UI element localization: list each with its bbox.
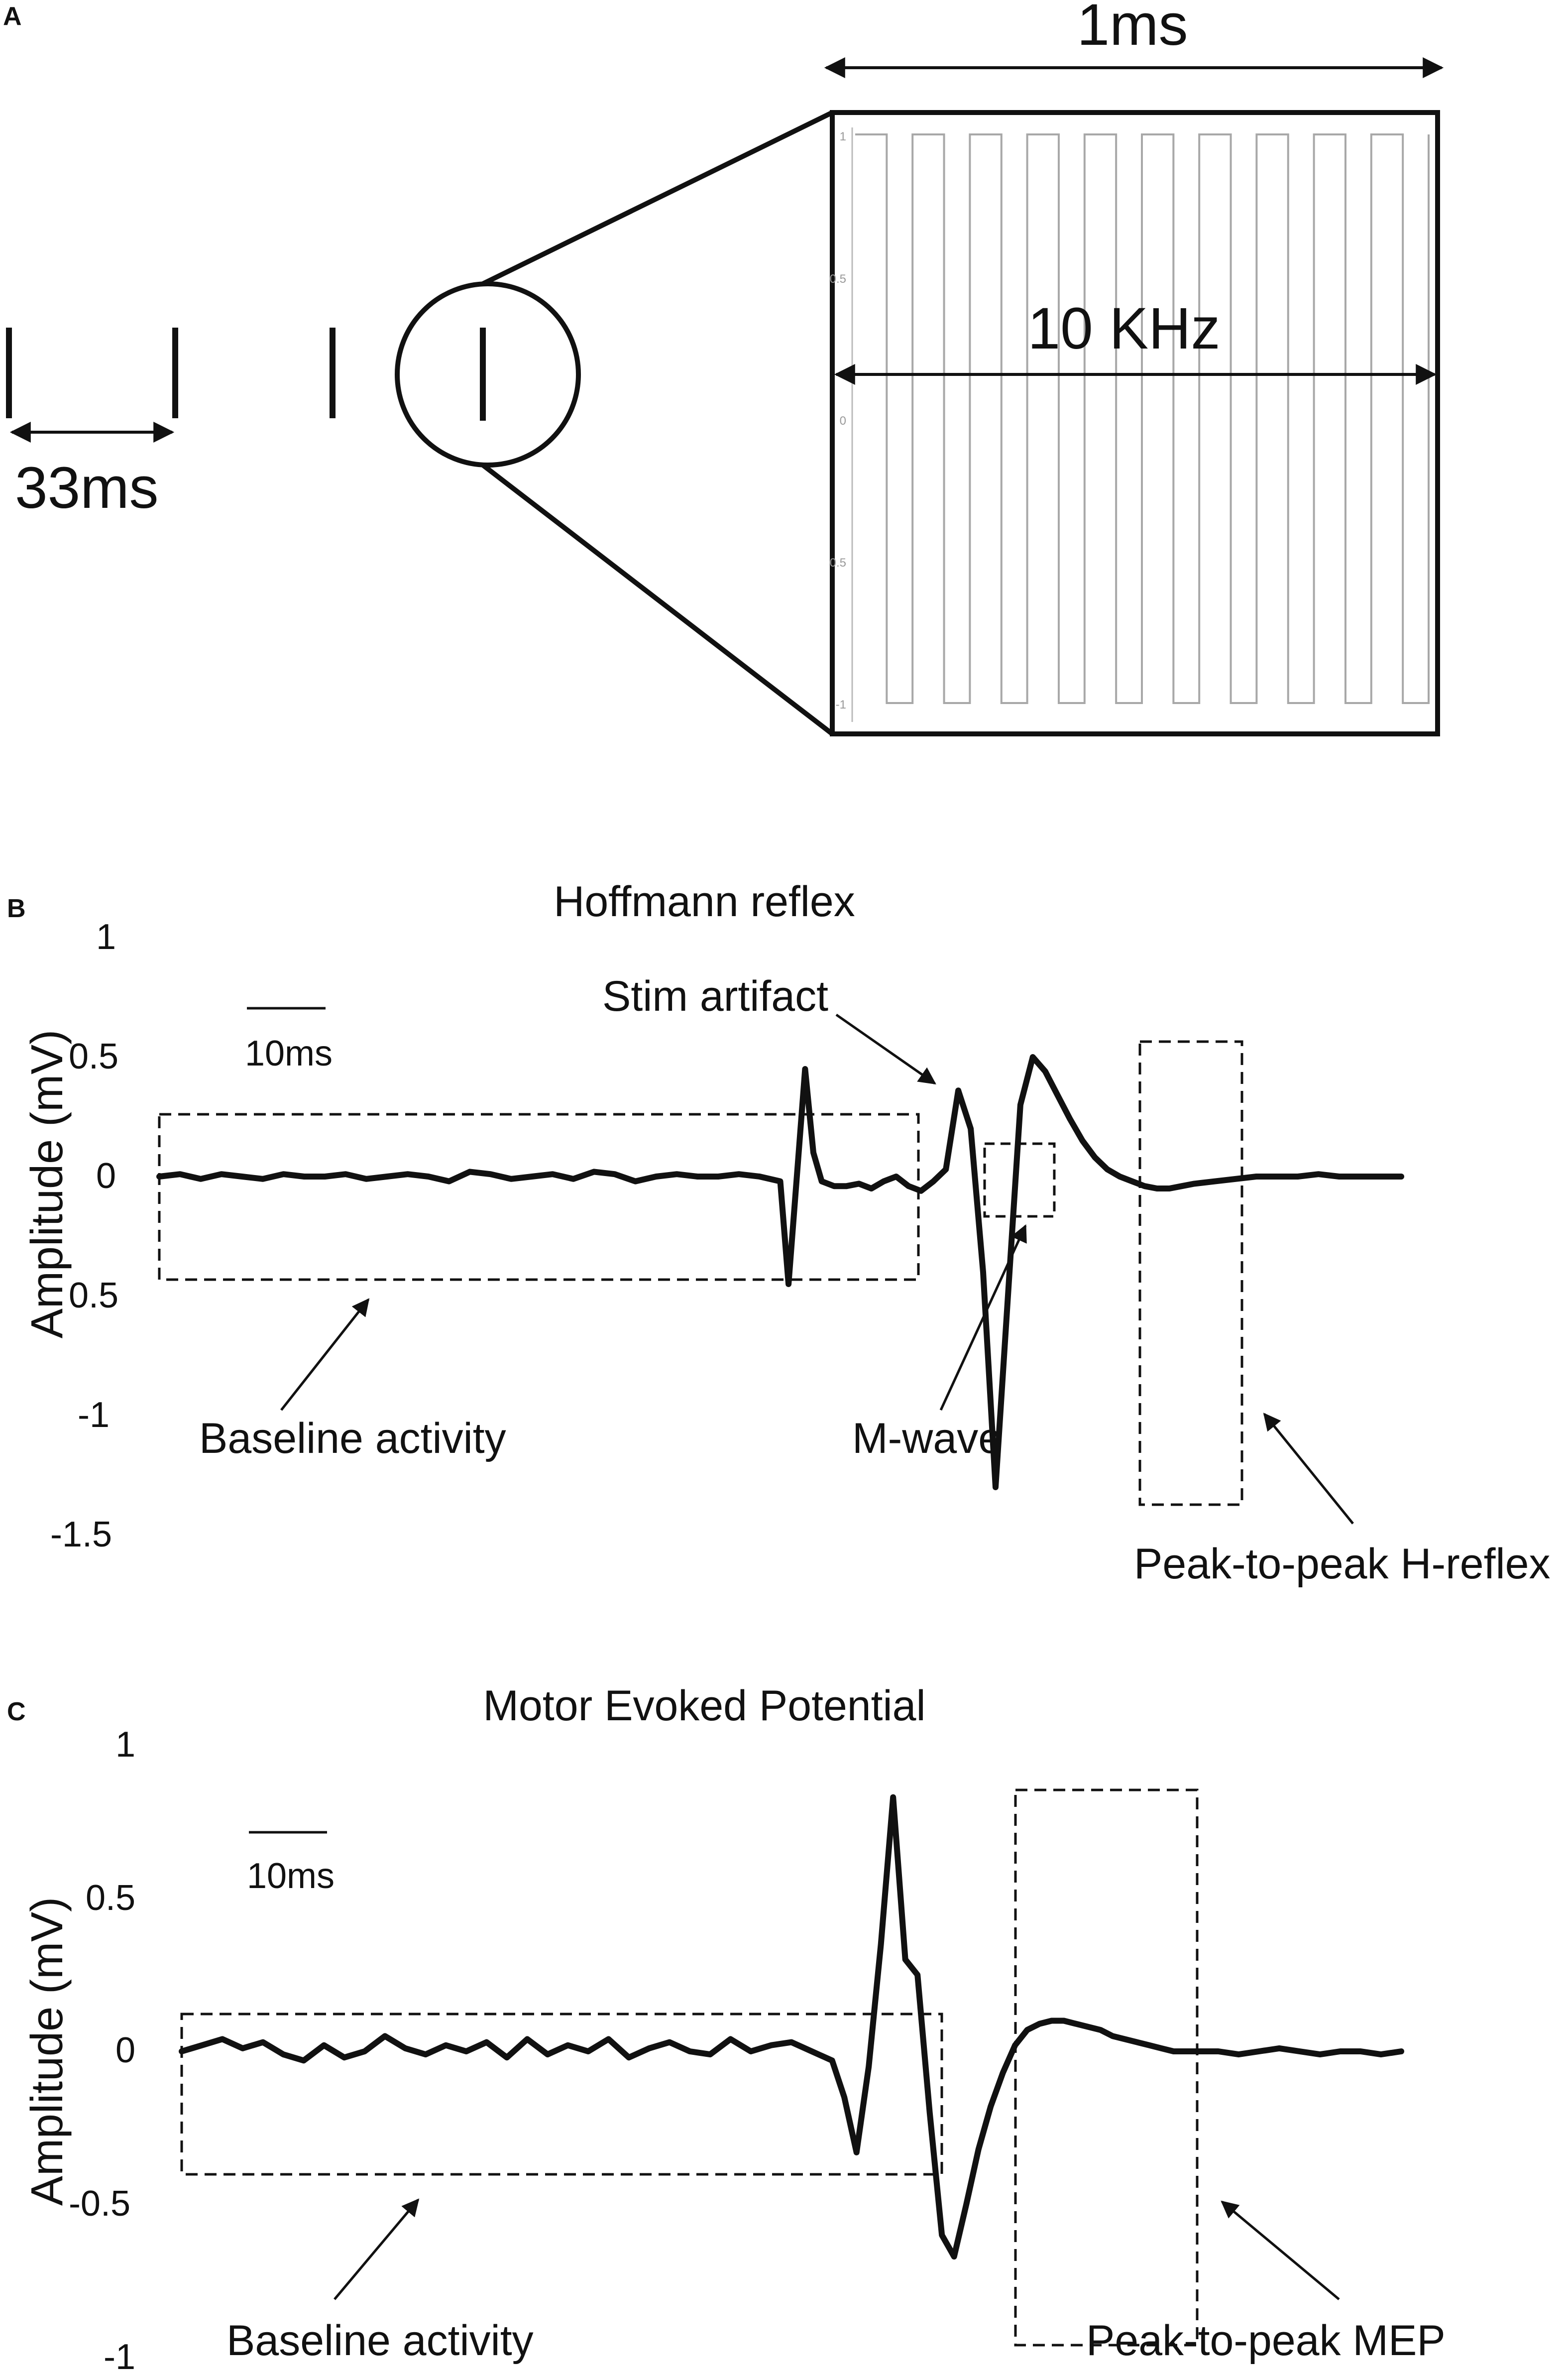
panel-c-letter: C	[7, 1697, 26, 1726]
frequency-label: 10 KHz	[1028, 296, 1221, 361]
waveform-inset	[830, 110, 1440, 736]
inset-tick-label: 0	[840, 414, 846, 428]
chart-b-ylabel: Amplitude (mV)	[22, 1030, 72, 1338]
chart-c-trace	[179, 1794, 1404, 2260]
chart-c-ylabel: Amplitude (mV)	[22, 1897, 72, 2206]
chart-c-scale-label: 10ms	[247, 1856, 335, 1896]
chart-b-trace	[156, 1054, 1404, 1490]
panel-b-letter: B	[7, 894, 26, 923]
inset-tick-label: 0.5	[830, 556, 846, 570]
chart-b-ytick: -1	[78, 1395, 110, 1435]
chart-c-ytick: -0.5	[69, 2184, 130, 2224]
chart-c-baseline-box	[180, 2013, 943, 2176]
panel-c: C Motor Evoked Potential 1 0.5 0 -0.5 -1…	[7, 1682, 1446, 2374]
zoom-line-top	[481, 110, 834, 286]
baseline-arrow-b	[280, 1298, 370, 1411]
stim-artifact-arrow	[835, 1013, 936, 1085]
chart-c-ytick: 1	[115, 1725, 135, 1765]
stim-artifact-label: Stim artifact	[602, 972, 828, 1020]
chart-b-ytick: -1.5	[50, 1515, 112, 1554]
mwave-label: M-wave	[852, 1415, 1002, 1462]
mwave-arrow	[939, 1224, 1027, 1411]
chart-b-ytick: 0.5	[69, 1276, 118, 1315]
peak-label-c: Peak-to-peak MEP	[1086, 2317, 1446, 2365]
baseline-label-b: Baseline activity	[199, 1415, 506, 1462]
peak-arrow-c	[1221, 2200, 1340, 2300]
chart-b-ytick: 0.5	[69, 1037, 118, 1076]
interval-label: 33ms	[15, 455, 159, 521]
chart-b-scale-label: 10ms	[245, 1034, 333, 1073]
chart-c-ytick: 0.5	[86, 1878, 135, 1918]
chart-b-peak-box	[1138, 1040, 1243, 1506]
zoom-line-bottom	[481, 463, 834, 736]
peak-label-b: Peak-to-peak H-reflex	[1134, 1540, 1550, 1588]
chart-c-ytick: 0	[115, 2030, 135, 2070]
window-label: 1ms	[1077, 0, 1188, 58]
baseline-arrow-c	[334, 2198, 420, 2300]
square-wave	[855, 133, 1430, 704]
chart-b-baseline-box	[158, 1113, 920, 1281]
chart-b-ytick: 1	[96, 917, 116, 957]
panel-a: A 33ms 1 0.5 0 0.5 -1 1ms 10 KHz	[3, 0, 1444, 736]
inset-tick-label: 0.5	[830, 272, 846, 286]
inset-tick-label: -1	[836, 698, 846, 712]
chart-c-peak-box	[1014, 1788, 1199, 2347]
baseline-label-c: Baseline activity	[226, 2317, 534, 2365]
panel-a-letter: A	[3, 2, 22, 31]
panel-b: B Hoffmann reflex 1 0.5 0 0.5 -1 -1.5 Am…	[7, 878, 1550, 1588]
inset-tick-label: 1	[840, 130, 846, 143]
chart-b-ytick: 0	[96, 1156, 116, 1196]
peak-arrow-b	[1263, 1413, 1354, 1525]
chart-c-ytick: -1	[104, 2337, 135, 2374]
chart-b-title: Hoffmann reflex	[554, 878, 855, 926]
inset-axis: 1 0.5 0 0.5 -1	[830, 127, 853, 722]
chart-c-title: Motor Evoked Potential	[483, 1682, 925, 1730]
zoom-circle	[395, 281, 581, 468]
